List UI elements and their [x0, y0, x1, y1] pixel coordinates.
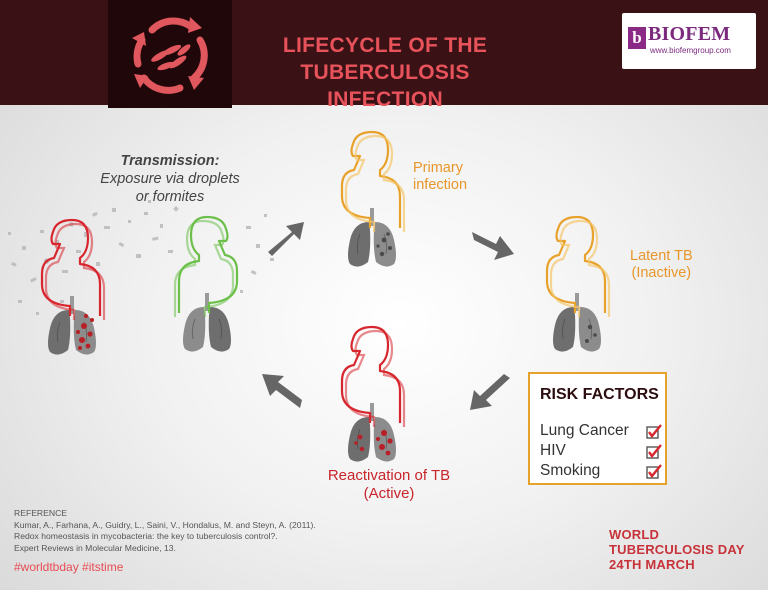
reference-line-1: Kumar, A., Farhana, A., Guidry, L., Sain…: [14, 519, 316, 530]
event-line-1: WORLD: [609, 527, 660, 542]
latent-tb-label: Latent TB (Inactive): [630, 248, 693, 282]
latent-tb-figure: [545, 215, 611, 353]
arrow-to-primary-icon: [268, 222, 304, 256]
brand-url: www.biofemgroup.com: [650, 46, 731, 55]
recycle-bacteria-icon: [132, 17, 208, 94]
latent-line-2: (Inactive): [631, 265, 692, 281]
reactivation-label: Reactivation of TB (Active): [310, 467, 468, 503]
arrow-to-reactivation-icon: [470, 374, 510, 410]
risk-factors-box: RISK FACTORS Lung Cancer HIV Smoking: [528, 372, 667, 485]
reactivation-line-1: Reactivation of TB: [327, 467, 451, 484]
risk-item-lung-cancer: Lung Cancer: [540, 422, 629, 439]
transmission-line-2: Exposure via droplets: [100, 171, 240, 187]
event-line-2: TUBERCULOSIS DAY: [609, 542, 745, 557]
transmission-line-3: or formites: [135, 189, 205, 205]
arrow-to-latent-icon: [472, 232, 514, 260]
page-title: LIFECYCLE OF THE TUBERCULOSIS INFECTION: [240, 32, 530, 113]
latent-line-1: Latent TB: [630, 248, 693, 264]
reference-line-3: Expert Reviews in Molecular Medicine, 13…: [14, 542, 176, 553]
primary-infection-figure: [340, 130, 406, 268]
transmission-caption: Transmission: Exposure via droplets or f…: [70, 152, 270, 206]
risk-item-smoking: Smoking: [540, 462, 601, 479]
infected-person-figure: [40, 218, 106, 356]
checkbox-checked-icon: [646, 464, 662, 479]
checkbox-checked-icon: [646, 424, 662, 439]
risk-factors-title: RISK FACTORS: [540, 386, 659, 403]
cycle-logo: [108, 0, 232, 108]
reference-heading: REFERENCE: [14, 508, 68, 518]
primary-line-2: infection: [413, 177, 468, 193]
event-line-3: 24TH MARCH: [609, 557, 695, 572]
checkbox-checked-icon: [646, 444, 662, 459]
risk-item-hiv: HIV: [540, 442, 566, 459]
title-line-1: LIFECYCLE OF THE: [282, 34, 488, 57]
primary-infection-label: Primary infection: [413, 160, 467, 194]
arrow-to-transmission-icon: [262, 374, 302, 408]
reactivation-line-2: (Active): [363, 485, 415, 502]
world-tb-day: WORLD TUBERCULOSIS DAY 24TH MARCH: [609, 527, 745, 572]
reference-line-2: Redox homeostasis in mycobacteria: the k…: [14, 531, 278, 541]
hashtags: #worldtbday #itstime: [14, 560, 124, 574]
primary-line-1: Primary: [413, 160, 463, 176]
title-line-2: TUBERCULOSIS INFECTION: [300, 61, 470, 111]
transmission-title: Transmission:: [120, 153, 220, 169]
brand-name: BIOFEM: [648, 23, 731, 45]
reactivation-figure: [340, 325, 406, 463]
reference-block: REFERENCE Kumar, A., Farhana, A., Guidry…: [14, 508, 414, 554]
brand-mark-icon: b: [628, 27, 646, 49]
brand-logo: b BIOFEM www.biofemgroup.com: [622, 13, 756, 69]
